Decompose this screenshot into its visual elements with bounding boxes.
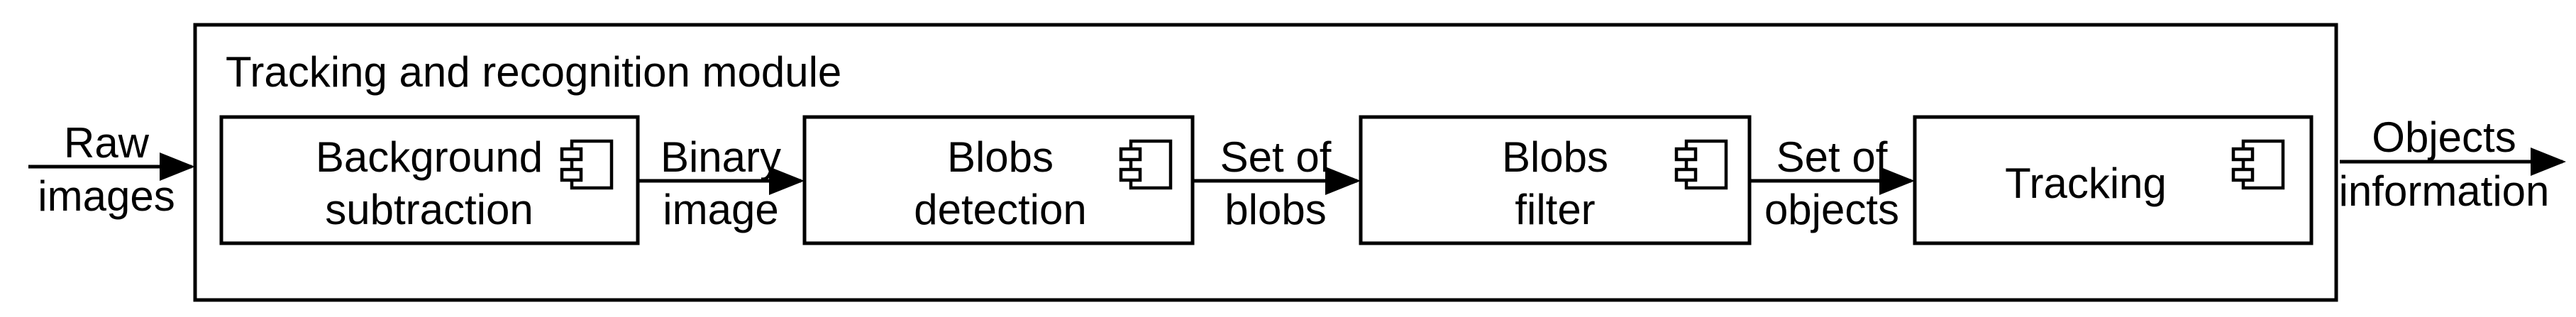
component-label-line1: Background (316, 133, 543, 181)
component-tracking: Tracking (1913, 115, 2314, 245)
component-icon (1119, 139, 1173, 190)
module-frame (193, 23, 2338, 302)
component-background-subtraction: Background subtraction (219, 115, 640, 245)
component-icon (2231, 139, 2285, 190)
flow-label-set-of-objects-line2: objects (1764, 186, 1899, 233)
flow-label-set-of-blobs-line1: Set of (1220, 133, 1332, 181)
flow-label-output-line1: Objects (2372, 113, 2516, 161)
component-label-line2: subtraction (325, 186, 534, 233)
flow-label-set-of-objects-line1: Set of (1776, 133, 1888, 181)
component-label-line2: detection (914, 186, 1087, 233)
component-label-line2: filter (1515, 186, 1595, 233)
component-label-line1: Tracking (2005, 160, 2167, 207)
module-title: Tracking and recognition module (226, 48, 841, 96)
flow-label-set-of-blobs-line2: blobs (1225, 186, 1326, 233)
component-label-line1: Blobs (947, 133, 1054, 181)
flow-label-input-line1: Raw (64, 119, 150, 167)
component-label-line1: Blobs (1502, 133, 1608, 181)
flow-label-output-line2: information (2339, 167, 2550, 215)
component-icon (1674, 139, 1728, 190)
component-blobs-filter: Blobs filter (1359, 115, 1752, 245)
component-box (1913, 115, 2314, 245)
component-icon (560, 139, 614, 190)
flow-label-binary-image-line1: Binary (660, 133, 781, 181)
flow-label-binary-image-line2: image (663, 186, 778, 233)
flow-label-input-line2: images (38, 172, 175, 220)
component-blobs-detection: Blobs detection (802, 115, 1195, 245)
